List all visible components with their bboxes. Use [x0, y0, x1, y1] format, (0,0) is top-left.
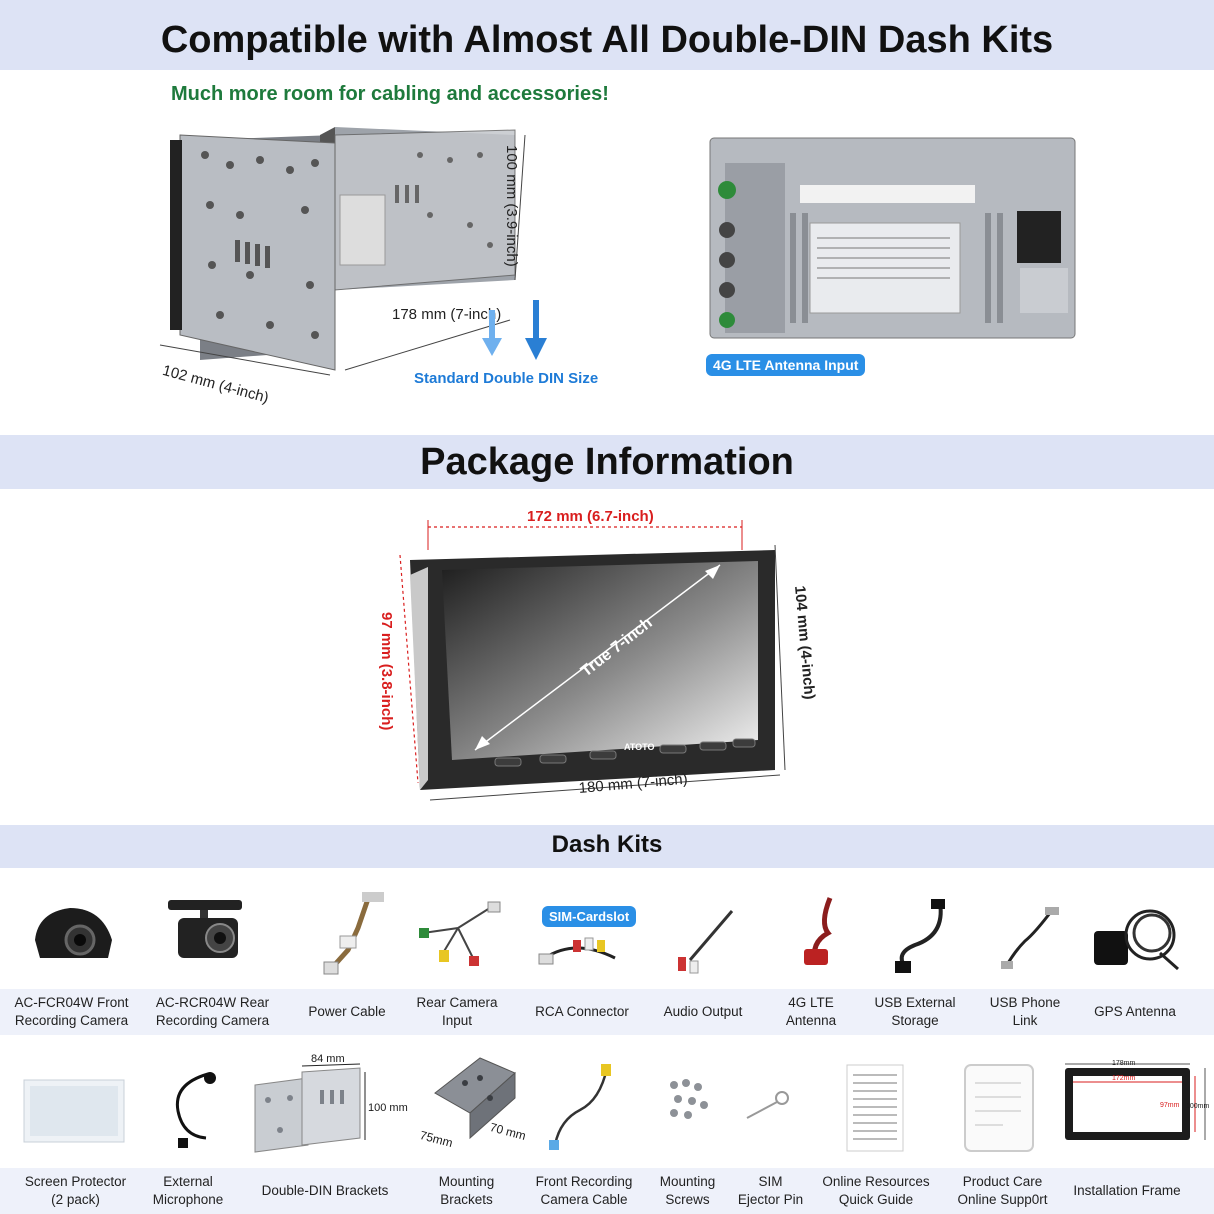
compat-title: Compatible with Almost All Double-DIN Da…	[160, 19, 1054, 61]
row1-label-band	[0, 989, 1214, 1035]
product-care-thumb	[964, 1064, 1034, 1152]
label-power-cable: Power Cable	[308, 1004, 386, 1019]
antenna-input-badge: 4G LTE Antenna Input	[706, 354, 866, 376]
mounting-screws-thumb	[670, 1079, 708, 1119]
down-arrow-icon	[482, 300, 547, 360]
rear-unit-illustration	[709, 137, 1076, 339]
dim-left-label: 97 mm (3.8-inch)	[378, 612, 395, 731]
rear-camera-input-thumb	[419, 901, 501, 966]
audio-output-thumb	[678, 910, 734, 974]
frame-h-outer-label: 100mm	[1186, 1103, 1210, 1110]
rear-camera-thumb	[168, 900, 242, 958]
label-installation-frame: Installation Frame	[1073, 1183, 1181, 1198]
quick-guide-thumb	[846, 1064, 904, 1152]
label-rca-connector: RCA Connector	[535, 1004, 629, 1019]
power-cable-thumb	[323, 892, 384, 975]
double-din-brackets-thumb	[254, 1063, 366, 1153]
package-title: Package Information	[420, 441, 794, 483]
standard-size-label: Standard Double DIN Size	[414, 370, 599, 387]
frame-outer-label: 178mm	[1112, 1060, 1136, 1067]
screen-protector-thumb	[23, 1079, 125, 1143]
mounting-brackets-thumb	[434, 1057, 516, 1140]
package-header-band: Package Information	[0, 435, 1214, 489]
microphone-thumb	[175, 1072, 216, 1148]
label-audio-output: Audio Output	[663, 1004, 743, 1019]
installation-frame-thumb	[1065, 1063, 1206, 1140]
chassis-illustration	[159, 127, 526, 376]
label-gps-antenna: GPS Antenna	[1094, 1004, 1176, 1019]
rca-connector-thumb	[538, 937, 616, 965]
sim-ejector-pin-thumb	[746, 1091, 789, 1119]
front-camera-thumb	[35, 908, 112, 958]
lte-antenna-thumb	[804, 897, 833, 965]
bracket-width-label: 84 mm	[311, 1053, 345, 1065]
kits-header-band: Dash Kits	[0, 825, 1214, 868]
dim-top-label: 172 mm (6.7-inch)	[527, 508, 654, 525]
dim-depth-label: 178 mm (7-inch)	[392, 306, 502, 323]
usb-storage-thumb	[895, 899, 945, 973]
bracket-height-label: 100 mm	[368, 1102, 408, 1114]
cabling-subtitle: Much more room for cabling and accessori…	[171, 83, 609, 105]
kits-title: Dash Kits	[551, 831, 663, 858]
row2-label-band	[0, 1168, 1214, 1214]
label-double-din-brackets: Double-DIN Brackets	[261, 1183, 389, 1198]
brand-logo: ATOTO	[624, 742, 655, 752]
frame-inner-label: 172mm	[1112, 1075, 1136, 1082]
sim-cardslot-badge: SIM-Cardslot	[542, 906, 637, 927]
compat-header-band: Compatible with Almost All Double-DIN Da…	[0, 0, 1214, 70]
usb-phone-link-thumb	[1001, 907, 1059, 969]
label-screen-protector: Screen Protector(2 pack)	[24, 1174, 127, 1207]
frame-h-inner-label: 97mm	[1160, 1102, 1180, 1109]
dim-height-label: 100 mm (3.9-inch)	[503, 145, 520, 267]
screen-illustration	[399, 520, 786, 801]
front-camera-cable-thumb	[549, 1064, 611, 1150]
gps-antenna-thumb	[1094, 909, 1179, 971]
